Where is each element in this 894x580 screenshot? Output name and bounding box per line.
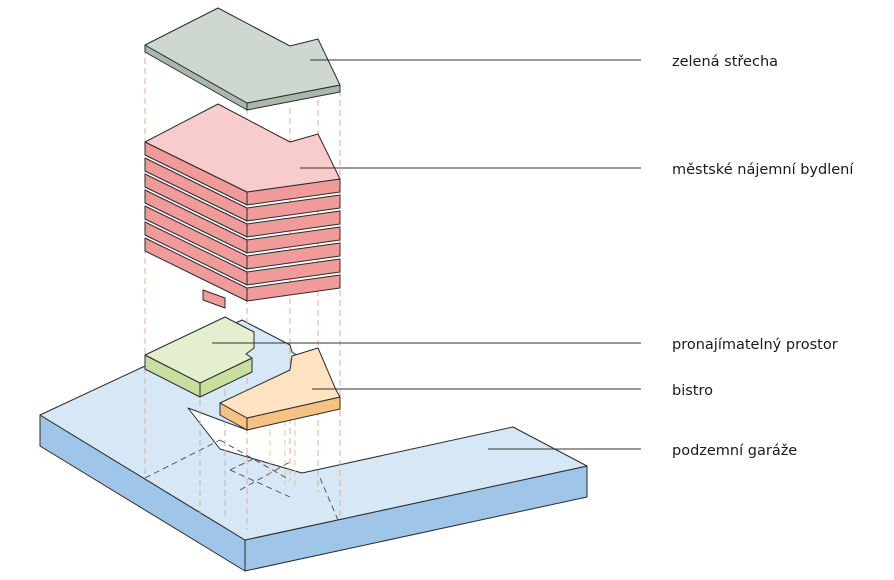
- roof-top: [144, 7, 341, 104]
- housing-floor-6: [144, 221, 341, 286]
- label-housing: městské nájemní bydlení: [672, 162, 854, 178]
- label-garage: podzemní garáže: [672, 443, 797, 459]
- bistro-block: [219, 347, 341, 431]
- garage-hidden-lines: [144, 439, 339, 521]
- leader-lines: [212, 59, 641, 450]
- housing-floor-2: [144, 157, 341, 222]
- bistro-top: [219, 347, 341, 419]
- housing-stack: [144, 103, 341, 309]
- housing-floor-5: [144, 205, 341, 270]
- housing-floor-3: [144, 173, 341, 238]
- label-roof: zelená střecha: [672, 54, 778, 70]
- label-bistro: bistro: [672, 383, 713, 399]
- housing-base-block: [202, 289, 226, 309]
- green-roof: [144, 7, 341, 111]
- rental-space: [144, 316, 255, 398]
- housing-floor-7: [144, 237, 341, 302]
- rental-top: [144, 316, 255, 384]
- label-rental: pronajímatelný prostor: [672, 337, 838, 353]
- housing-floor-4: [144, 189, 341, 254]
- housing-top: [144, 103, 341, 193]
